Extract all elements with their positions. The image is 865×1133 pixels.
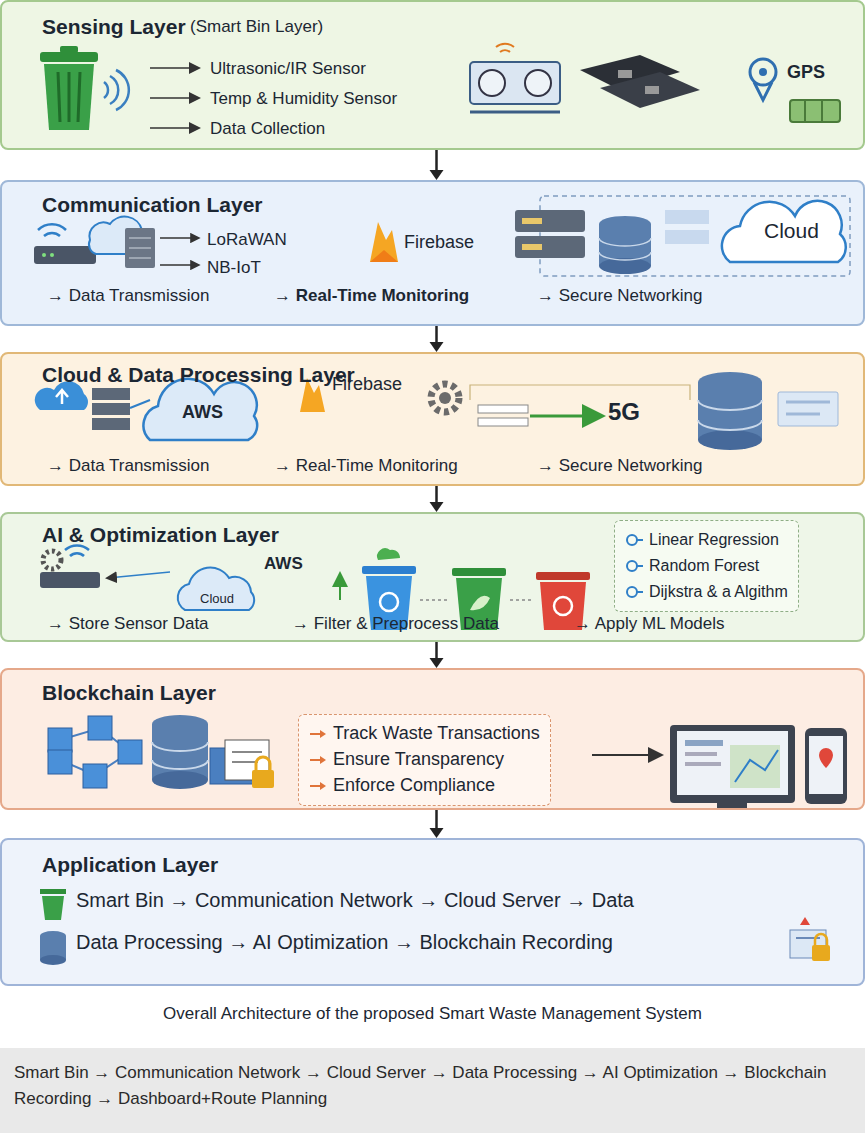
sensor-item: Ultrasonic/IR Sensor [210,59,366,79]
sensor-item: Temp & Humidity Sensor [210,89,397,109]
function-item: → Data Transmission [47,286,210,306]
list-item: Random Forest [649,556,759,575]
gps-icon [750,59,840,122]
server-racks [515,196,850,276]
function-item: → Apply ML Models [574,614,725,634]
sensor-arrows [150,68,198,128]
cloud-processing-icons [35,372,838,450]
layer-heading: AI & Optimization Layer [42,522,279,547]
protocol-label: LoRaWAN [207,230,287,250]
function-item: → Data Transmission [47,456,210,476]
layer-heading: Blockchain Layer [42,680,216,705]
flow-line: Data Processing → AI Optimization → Bloc… [76,930,613,954]
flow-summary-strip: Smart Bin → Communication Network → Clou… [0,1048,865,1133]
function-item: → Secure Networking [537,286,702,306]
cloud-label: Cloud [764,218,819,243]
microcontroller-boards [580,55,700,108]
ultrasonic-sensor [470,44,560,112]
aws-label: AWS [264,554,303,574]
list-row: Ensure Transparency [309,747,540,773]
sensor-item: Data Collection [210,119,325,139]
service-label: Firebase [404,232,474,254]
smart-bin-icon [40,46,129,130]
network-label: 5G [608,398,640,427]
bullet-arrow [309,727,327,741]
cloud-label: Cloud [200,591,234,607]
layer-connector [430,486,444,512]
service-label: Firebase [332,374,402,396]
layer-heading: Application Layer [42,852,218,877]
layer-heading: Sensing Layer [42,14,186,39]
bullet-arrow [309,753,327,767]
ai-layer-band: AI & Optimization LayerCloud AWS → Store S… [0,512,865,642]
list-row: Random Forest [625,553,788,579]
flow-line: Smart Bin → Communication Network → Clou… [76,888,634,912]
bullet-arrow [309,779,327,793]
layer-heading: Communication Layer [42,192,263,217]
ml-models-box: Linear RegressionRandom ForestDijkstra &… [614,520,799,612]
list-item: Track Waste Transactions [333,723,540,745]
list-item: Ensure Transparency [333,749,504,771]
list-item: Enforce Compliance [333,775,495,797]
list-row: Enforce Compliance [309,773,540,799]
router-cloud-icon [34,217,198,268]
layer-subheading: (Smart Bin Layer) [190,17,323,37]
blockchain-functions-box: Track Waste TransactionsEnsure Transpare… [298,714,551,806]
model-icon [625,533,643,547]
function-item: → Real-Time Monitoring [274,456,458,476]
protocol-label: NB-IoT [207,258,261,278]
function-item: → Secure Networking [537,456,702,476]
firebase-flame [370,222,398,262]
application-layer-band: Application LayerSmart Bin → Communicati… [0,838,865,986]
function-item: → Store Sensor Data [47,614,209,634]
layer-connector [430,150,444,180]
layer-connector [430,810,444,838]
list-item: Dijkstra & a Algithm [649,582,788,601]
layer-connector [430,642,444,668]
model-icon [625,559,643,573]
application-icons [40,889,830,965]
function-item: → Real-Time Monitoring [274,286,469,306]
blockchain-icons [48,715,847,808]
list-row: Linear Regression [625,527,788,553]
list-row: Dijkstra & a Algithm [625,579,788,605]
model-icon [625,585,643,599]
sensing-layer-band: Sensing Layer(Smart Bin Layer) Ultrasonic… [0,0,865,150]
ai-pipeline-icons [40,545,590,630]
layer-connector [430,326,444,352]
flow-summary-text: Smart Bin → Communication Network → Clou… [0,1048,865,1125]
function-item: → Filter & Preprocess Data [292,614,499,634]
aws-label: AWS [182,402,223,424]
list-item: Linear Regression [649,530,779,549]
layer-heading: Cloud & Data Processing Layer [42,362,355,387]
gps-label: GPS [787,62,825,84]
figure-caption: Overall Architecture of the proposed Sma… [163,1004,702,1024]
list-row: Track Waste Transactions [309,721,540,747]
